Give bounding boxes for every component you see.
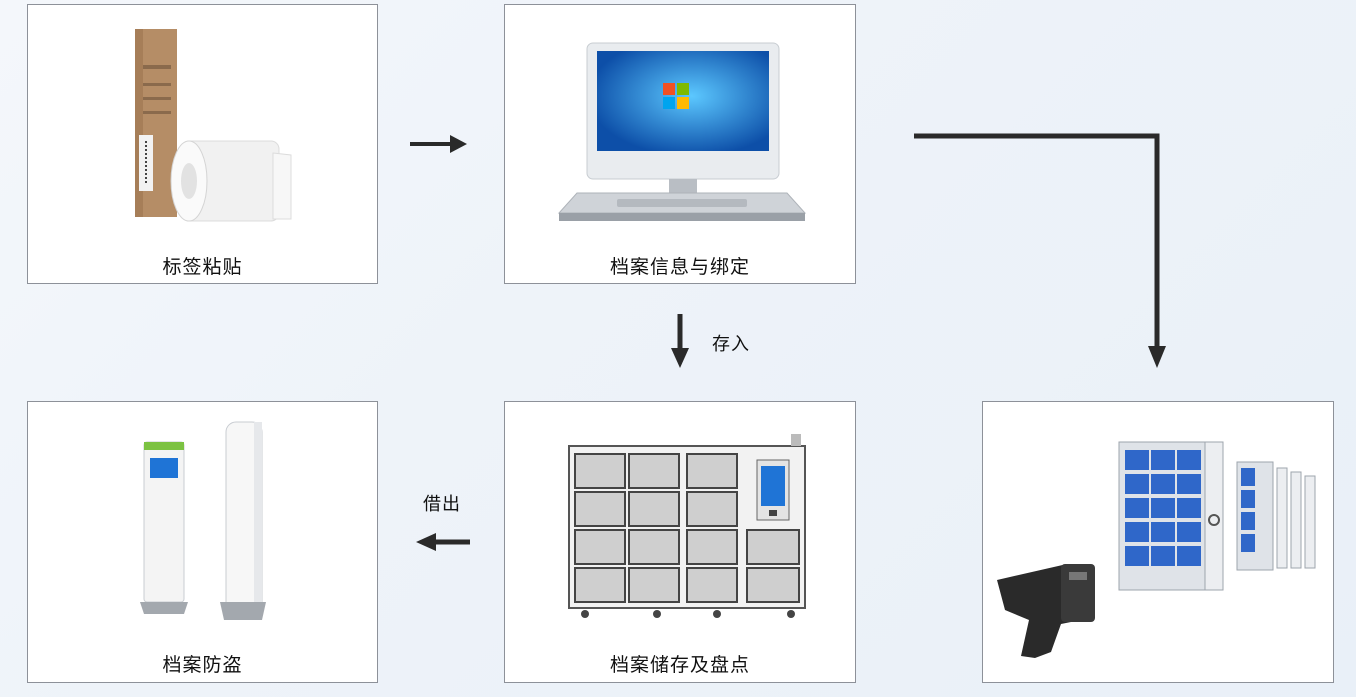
step-shelf-reader-card: [982, 401, 1334, 683]
arrow-binding-to-shelf: [914, 133, 1166, 368]
computer-terminal-image: [557, 42, 807, 221]
step-anti-theft-card: 档案防盗: [27, 401, 378, 683]
step-storage-inventory-title: 档案储存及盘点: [609, 654, 750, 676]
mobile-shelves-and-rfid-reader-image: [997, 441, 1316, 658]
arrow-label-to-binding: [410, 135, 467, 153]
step-label-paste-title: 标签粘贴: [162, 256, 243, 278]
security-gate-image: [140, 421, 266, 620]
step-info-binding-title: 档案信息与绑定: [609, 256, 750, 278]
step-label-paste-card: 标签粘贴: [27, 4, 378, 284]
arrow-borrow-out: [416, 533, 470, 551]
smart-archive-cabinet-image: [568, 434, 806, 618]
step-anti-theft-title: 档案防盗: [162, 654, 243, 676]
step-storage-inventory-card: 档案储存及盘点: [504, 401, 856, 683]
store-in-label: 存入: [712, 334, 750, 355]
label-roll-and-folder-image: [135, 29, 292, 222]
step-info-binding-card: 档案信息与绑定: [504, 4, 856, 284]
arrow-store-in: [671, 314, 689, 368]
borrow-out-label: 借出: [423, 494, 461, 515]
